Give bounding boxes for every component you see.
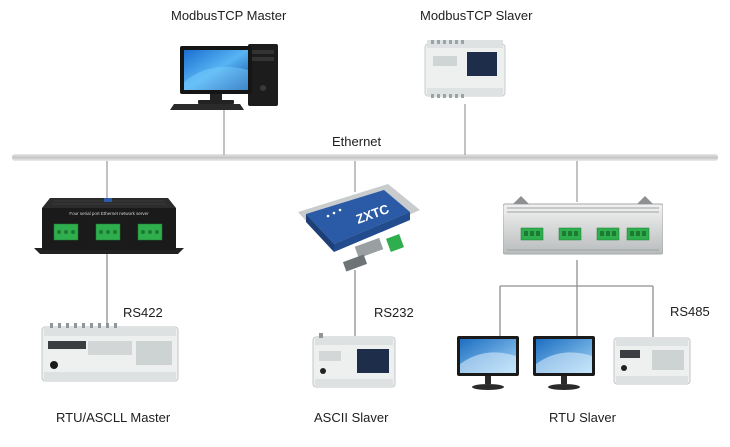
server-caption: Four serial port Ethernet network server bbox=[69, 211, 149, 216]
monitor-icon-1 bbox=[455, 334, 521, 392]
ascii-slaver-label: ASCII Slaver bbox=[314, 410, 389, 425]
ethernet-bus bbox=[12, 154, 718, 161]
rs232-label: RS232 bbox=[374, 305, 414, 320]
zxtc-server-icon: ZXTC bbox=[292, 180, 422, 280]
rs422-label: RS422 bbox=[123, 305, 163, 320]
rtu-slaver-label: RTU Slaver bbox=[549, 410, 616, 425]
plc-rtu-slaver-icon bbox=[612, 334, 692, 388]
plc-master-icon bbox=[40, 323, 180, 385]
serial-ethernet-server-icon: Four serial port Ethernet network server bbox=[34, 196, 184, 256]
plc-slaver-icon bbox=[423, 38, 507, 102]
rs485-label: RS485 bbox=[670, 304, 710, 319]
din-rail-server-icon bbox=[503, 196, 663, 260]
modbustcp-slaver-label: ModbusTCP Slaver bbox=[420, 8, 533, 23]
monitor-icon-2 bbox=[531, 334, 597, 392]
plc-ascii-slaver-icon bbox=[311, 333, 397, 391]
desktop-computer-icon bbox=[170, 40, 290, 112]
ethernet-label: Ethernet bbox=[332, 134, 382, 149]
rtu-ascll-master-label: RTU/ASCLL Master bbox=[56, 410, 171, 425]
modbustcp-master-label: ModbusTCP Master bbox=[171, 8, 287, 23]
